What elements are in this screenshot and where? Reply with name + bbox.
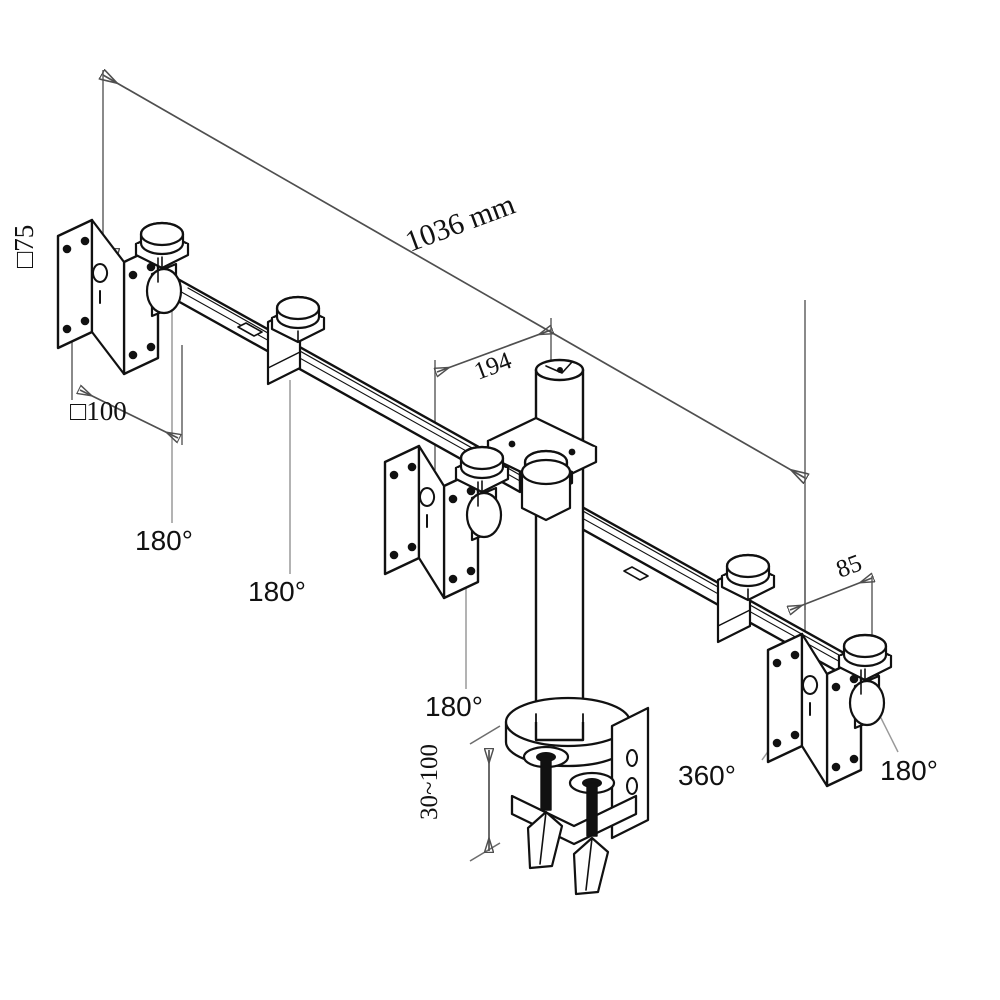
dimension-label-vesa-vertical: □75 (9, 225, 39, 268)
left-arm-joint (266, 295, 326, 386)
centre-right-knob (518, 449, 574, 522)
dimline-194 (437, 330, 551, 372)
dimension-label-vesa-horizontal: □100 (70, 396, 127, 426)
mount-assembly (56, 218, 893, 896)
pole (534, 358, 585, 742)
vesa-plate-centre (383, 444, 510, 600)
angle-label-left-arm-joint: 180° (248, 576, 306, 607)
vesa-plate-right (766, 632, 893, 788)
angle-label-right-vesa: 180° (880, 755, 938, 786)
dimline-85 (790, 578, 872, 610)
angle-label-pole-rotation: 360° (678, 760, 736, 791)
ext-clamp-top (469, 725, 501, 745)
angle-label-left-vesa: 180° (135, 525, 193, 556)
desk-clamp (504, 696, 650, 896)
dimline-vesa-100 (80, 390, 178, 438)
angle-labels: 180° 180° 180° 360° 180° (135, 525, 938, 791)
right-arm-joint (716, 553, 776, 644)
dimline-overall-width (103, 75, 805, 478)
dimension-label-clamp-range: 30~100 (416, 744, 443, 820)
vesa-plate-left (56, 218, 190, 376)
angle-label-centre-vesa: 180° (425, 691, 483, 722)
